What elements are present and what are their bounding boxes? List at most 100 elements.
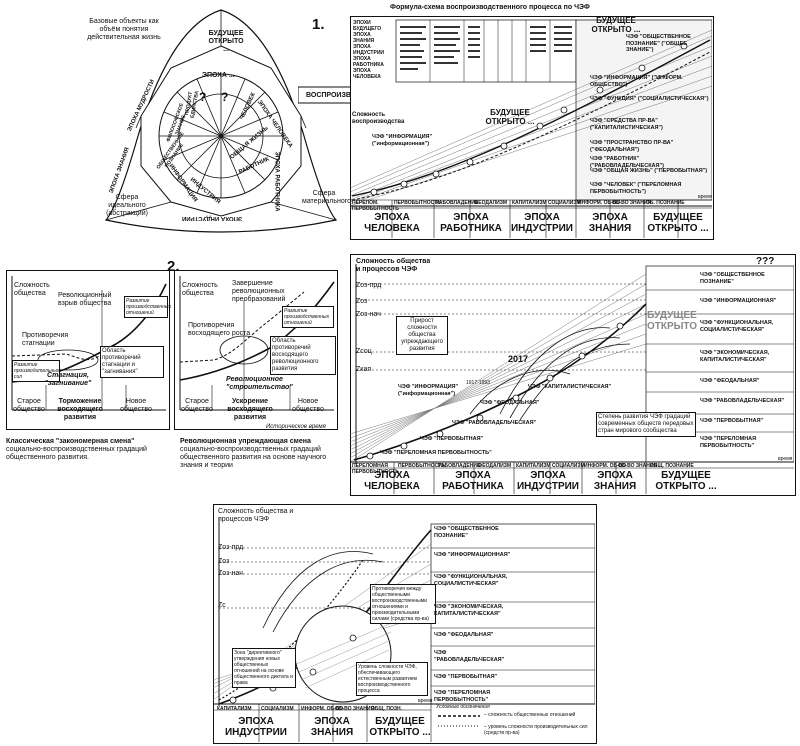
fig2-right-prod: Развитие производственных отношений [282,306,334,328]
fig3-era-industry: ЭПОХА ИНДУСТРИИ [516,470,579,492]
formula-chef-4: ЧЭФ "ПРОСТРАНСТВО ПР-ВА" ("ФЕОДАЛЬНАЯ") [590,140,674,153]
fig3-inline-0: ЧЭФ "ИНФОРМАЦИЯ" ("информационная") [398,384,459,397]
sphere-ideal: Сфера идеального (абстракций) [106,194,148,217]
formula-time: время [698,194,713,200]
era-industry: ЭПОХА ИНДУСТРИИ [510,212,573,234]
fig2-right-new: Новое общество [292,398,324,413]
fig4-chef-5: ЧЭФ "РАБОВЛАДЕЛЬЧЕСКАЯ" [434,650,505,663]
ring-epoch-worker: ЭПОХА РАБОТНИКА [273,151,280,212]
fig4-legend-0: – сложность общественных отношений [484,712,576,718]
fig4-era-industry: ЭПОХА ИНДУСТРИИ [224,716,287,738]
fig3-chef-3: ЧЭФ "ЭКОНОМИЧЕСКАЯ, КАПИТАЛИСТИЧЕСКАЯ" [700,350,770,363]
fig3-graph [350,264,794,494]
fig3-inline-2: ЧЭФ "ФЕОДАЛЬНАЯ" [480,400,540,406]
fig4-chef-0: ЧЭФ "ОБЩЕСТВЕННОЕ ПОЗНАНИЕ" [434,526,499,539]
fig4-contradictions: Противоречия между общественными воспрои… [370,584,436,624]
fig3-inline-1: ЧЭФ "КАПИТАЛИСТИЧЕСКАЯ" [528,384,612,390]
fig4-level-0: Zоз-прд [218,544,244,551]
fig3-prirost: Прирост сложности общества упреждающего … [396,316,448,355]
fig4-formations: КАПИТАЛИЗМ СОЦИАЛИЗМ ИНФОРМ. ОБ-ВО ОБ-ВО… [217,706,402,712]
fig4-graph [213,518,595,742]
fig2-right-title: Завершение революционных преобразований [232,280,286,303]
fig2-right-old: Старое общество [181,398,213,413]
figure-1-number: 1. [312,16,325,33]
fig2-right-build: Революционное "строительство" [226,376,293,391]
fig4-level-1: Zоз [218,558,230,565]
fig2-right-contradiction: Противоречия восходящего роста [188,322,251,337]
fig3-chef-5: ЧЭФ "РАБОВЛАДЕЛЬЧЕСКАЯ" [700,398,785,404]
fig3-chef-2: ЧЭФ "ФУНКЦИОНАЛЬНАЯ, СОЦИАЛИСТИЧЕСКАЯ" [700,320,774,333]
fig2-right-caption-bold: Революционная упреждающая смена [180,438,311,445]
fig3-level-4: Zкап [356,366,372,373]
fig3-level-0: Zоз-прд [356,282,382,289]
fig2-left-old: Старое общество [13,398,45,413]
fig4-legend-title: Условные обозначения [436,704,490,710]
era-human: ЭПОХА ЧЕЛОВЕКА [364,212,420,234]
fig3-year-2017: 2017 [508,354,529,364]
fig4-chef-4: ЧЭФ "ФЕОДАЛЬНАЯ" [434,632,494,638]
fig3-ylabel: Сложность общества и процессов ЧЭФ [356,258,431,273]
fig4-chef-2: ЧЭФ "ФУНКЦИОНАЛЬНАЯ, СОЦИАЛИСТИЧЕСКАЯ" [434,574,508,587]
wheel-future: БУДУЩЕЕ ОТКРЫТО ... [208,30,244,53]
fig3-chef-4: ЧЭФ "ФЕОДАЛЬНАЯ" [700,378,760,384]
fig4-eras: ЭПОХА ИНДУСТРИИ ЭПОХА ЗНАНИЯ БУДУЩЕЕ ОТК… [213,716,433,740]
fig4-legend-1: – уровень сложности производительных сил… [484,724,588,736]
fig2-xlabel: Историческое время [266,424,326,430]
fig3-question: ??? [756,256,775,267]
formula-chef-0: ЧЭФ "ОБЩЕСТВЕННОЕ ПОЗНАНИЕ" ("ОБЩЕЕ ЗНАН… [626,34,691,53]
fig4-era-knowledge: ЭПОХА ЗНАНИЯ [310,716,354,738]
formula-info-label: ЧЭФ "ИНФОРМАЦИЯ" ("информационная") [372,134,433,147]
fig3-level-1: Zоз [356,298,368,305]
fig4-level-3: Zс [218,602,226,609]
wheel-note: Базовые объекты как объём понятия действ… [87,18,161,41]
fig2-right-accel: Ускорение восходящего развития [227,398,273,421]
fig2-left-caption-bold: Классическая "закономерная смена" [6,438,135,445]
fig2-left-title: Революционный взрыв общества [58,292,112,307]
formula-graph [350,19,712,238]
formula-chef-5: ЧЭФ "РАБОТНИК" ("РАБОВЛАДЕЛЬЧЕСКАЯ") [590,156,664,169]
formula-chef-1: ЧЭФ "ИНФОРМАЦИЯ" ("ИНФОРМ. ОБЩЕСТВО") [590,75,683,88]
fig2-right-area: Область противоречий восходящего революц… [270,336,336,375]
fig3-era-future: БУДУЩЕЕ ОТКРЫТО ... [655,470,717,492]
fig4-time: время [418,698,433,704]
era-future: БУДУЩЕЕ ОТКРЫТО ... [647,212,709,234]
fig4-chef-1: ЧЭФ "ИНФОРМАЦИОННАЯ" [434,552,511,558]
reproduction-label: ВОСПРОИЗВОДСТВО [306,92,381,99]
fig4-level-2: Zоз-нач [218,570,243,577]
wheel-diagram [104,9,338,233]
formula-formations: ПЕРЕЛОМ. ПЕРВОБЫТНОСТЬ ПЕРВОБЫТНОСТЬ РАБ… [352,200,685,212]
fig3-level-2: Zоз-нач [356,311,381,318]
era-worker: ЭПОХА РАБОТНИКА [440,212,502,234]
fig4-ylabel: Сложность общества и процессов ЧЭФ [218,508,294,523]
formula-eras: ЭПОХА ЧЕЛОВЕКА ЭПОХА РАБОТНИКА ЭПОХА ИНД… [350,212,712,238]
fig3-era-human: ЭПОХА ЧЕЛОВЕКА [364,470,420,492]
formula-future-2: БУДУЩЕЕ ОТКРЫТО ... [485,108,535,126]
fig3-time: время [778,456,793,462]
sector-unknown-1: ? [199,90,207,104]
fig4-chef-3: ЧЭФ "ЭКОНОМИЧЕСКАЯ, КАПИТАЛИСТИЧЕСКАЯ" [434,604,504,617]
fig3-chef-1: ЧЭФ "ИНФОРМАЦИОННАЯ" [700,298,777,304]
fig3-inline-3: ЧЭФ "РАБОВЛАДЕЛЬЧЕСКАЯ" [452,420,537,426]
fig4-era-future: БУДУЩЕЕ ОТКРЫТО ... [369,716,431,738]
fig2-left-ylabel: Сложность общества [14,282,50,297]
fig3-future: БУДУЩЕЕ ОТКРЫТО [646,310,698,332]
fig3-formations: ПЕРЕЛОМНАЯ ПЕРВОБЫТНОСТЬ ПЕРВОБЫТНОСТЬ Р… [352,463,694,475]
sphere-material: Сфера материального [302,190,352,205]
fig2-left-stagnation: Стагнация, "загнивание" [44,372,92,387]
fig2-left-area: Область противоречий стагнации и "загнив… [100,346,164,378]
fig3-chef-7: ЧЭФ "ПЕРЕЛОМНАЯ ПЕРВОБЫТНОСТЬ" [700,436,757,449]
fig2-left-caption: социально-воспроизводственных градаций о… [6,446,147,461]
fig3-inline-5: ЧЭФ "ПЕРЕЛОМНАЯ ПЕРВОБЫТНОСТЬ" [380,450,492,456]
fig3-level-3: Zсоц [356,348,372,355]
wheel-epoch: ЭПОХА ... [202,72,235,79]
fig3-era-knowledge: ЭПОХА ЗНАНИЯ [593,470,637,492]
fig4-chef-6: ЧЭФ "ПЕРВОБЫТНАЯ" [434,674,498,680]
era-knowledge: ЭПОХА ЗНАНИЯ [588,212,632,234]
formula-future: БУДУЩЕЕ ОТКРЫТО ... [591,16,641,34]
formula-chef-7: ЧЭФ "ЧЕЛОВЕК" ("ПЕРЕЛОМНАЯ ПЕРВОБЫТНОСТЬ… [590,182,682,195]
fig2-left-contradiction: Противоречия стагнации [22,332,69,347]
fig4-chef-7: ЧЭФ "ПЕРЕЛОМНАЯ ПЕРВОБЫТНОСТЬ" [434,690,491,703]
fig2-right-ylabel: Сложность общества [182,282,218,297]
formula-ylabel: Сложность воспроизводства [352,112,405,125]
fig2-left-dev: Развитие производительных сил [12,360,60,382]
